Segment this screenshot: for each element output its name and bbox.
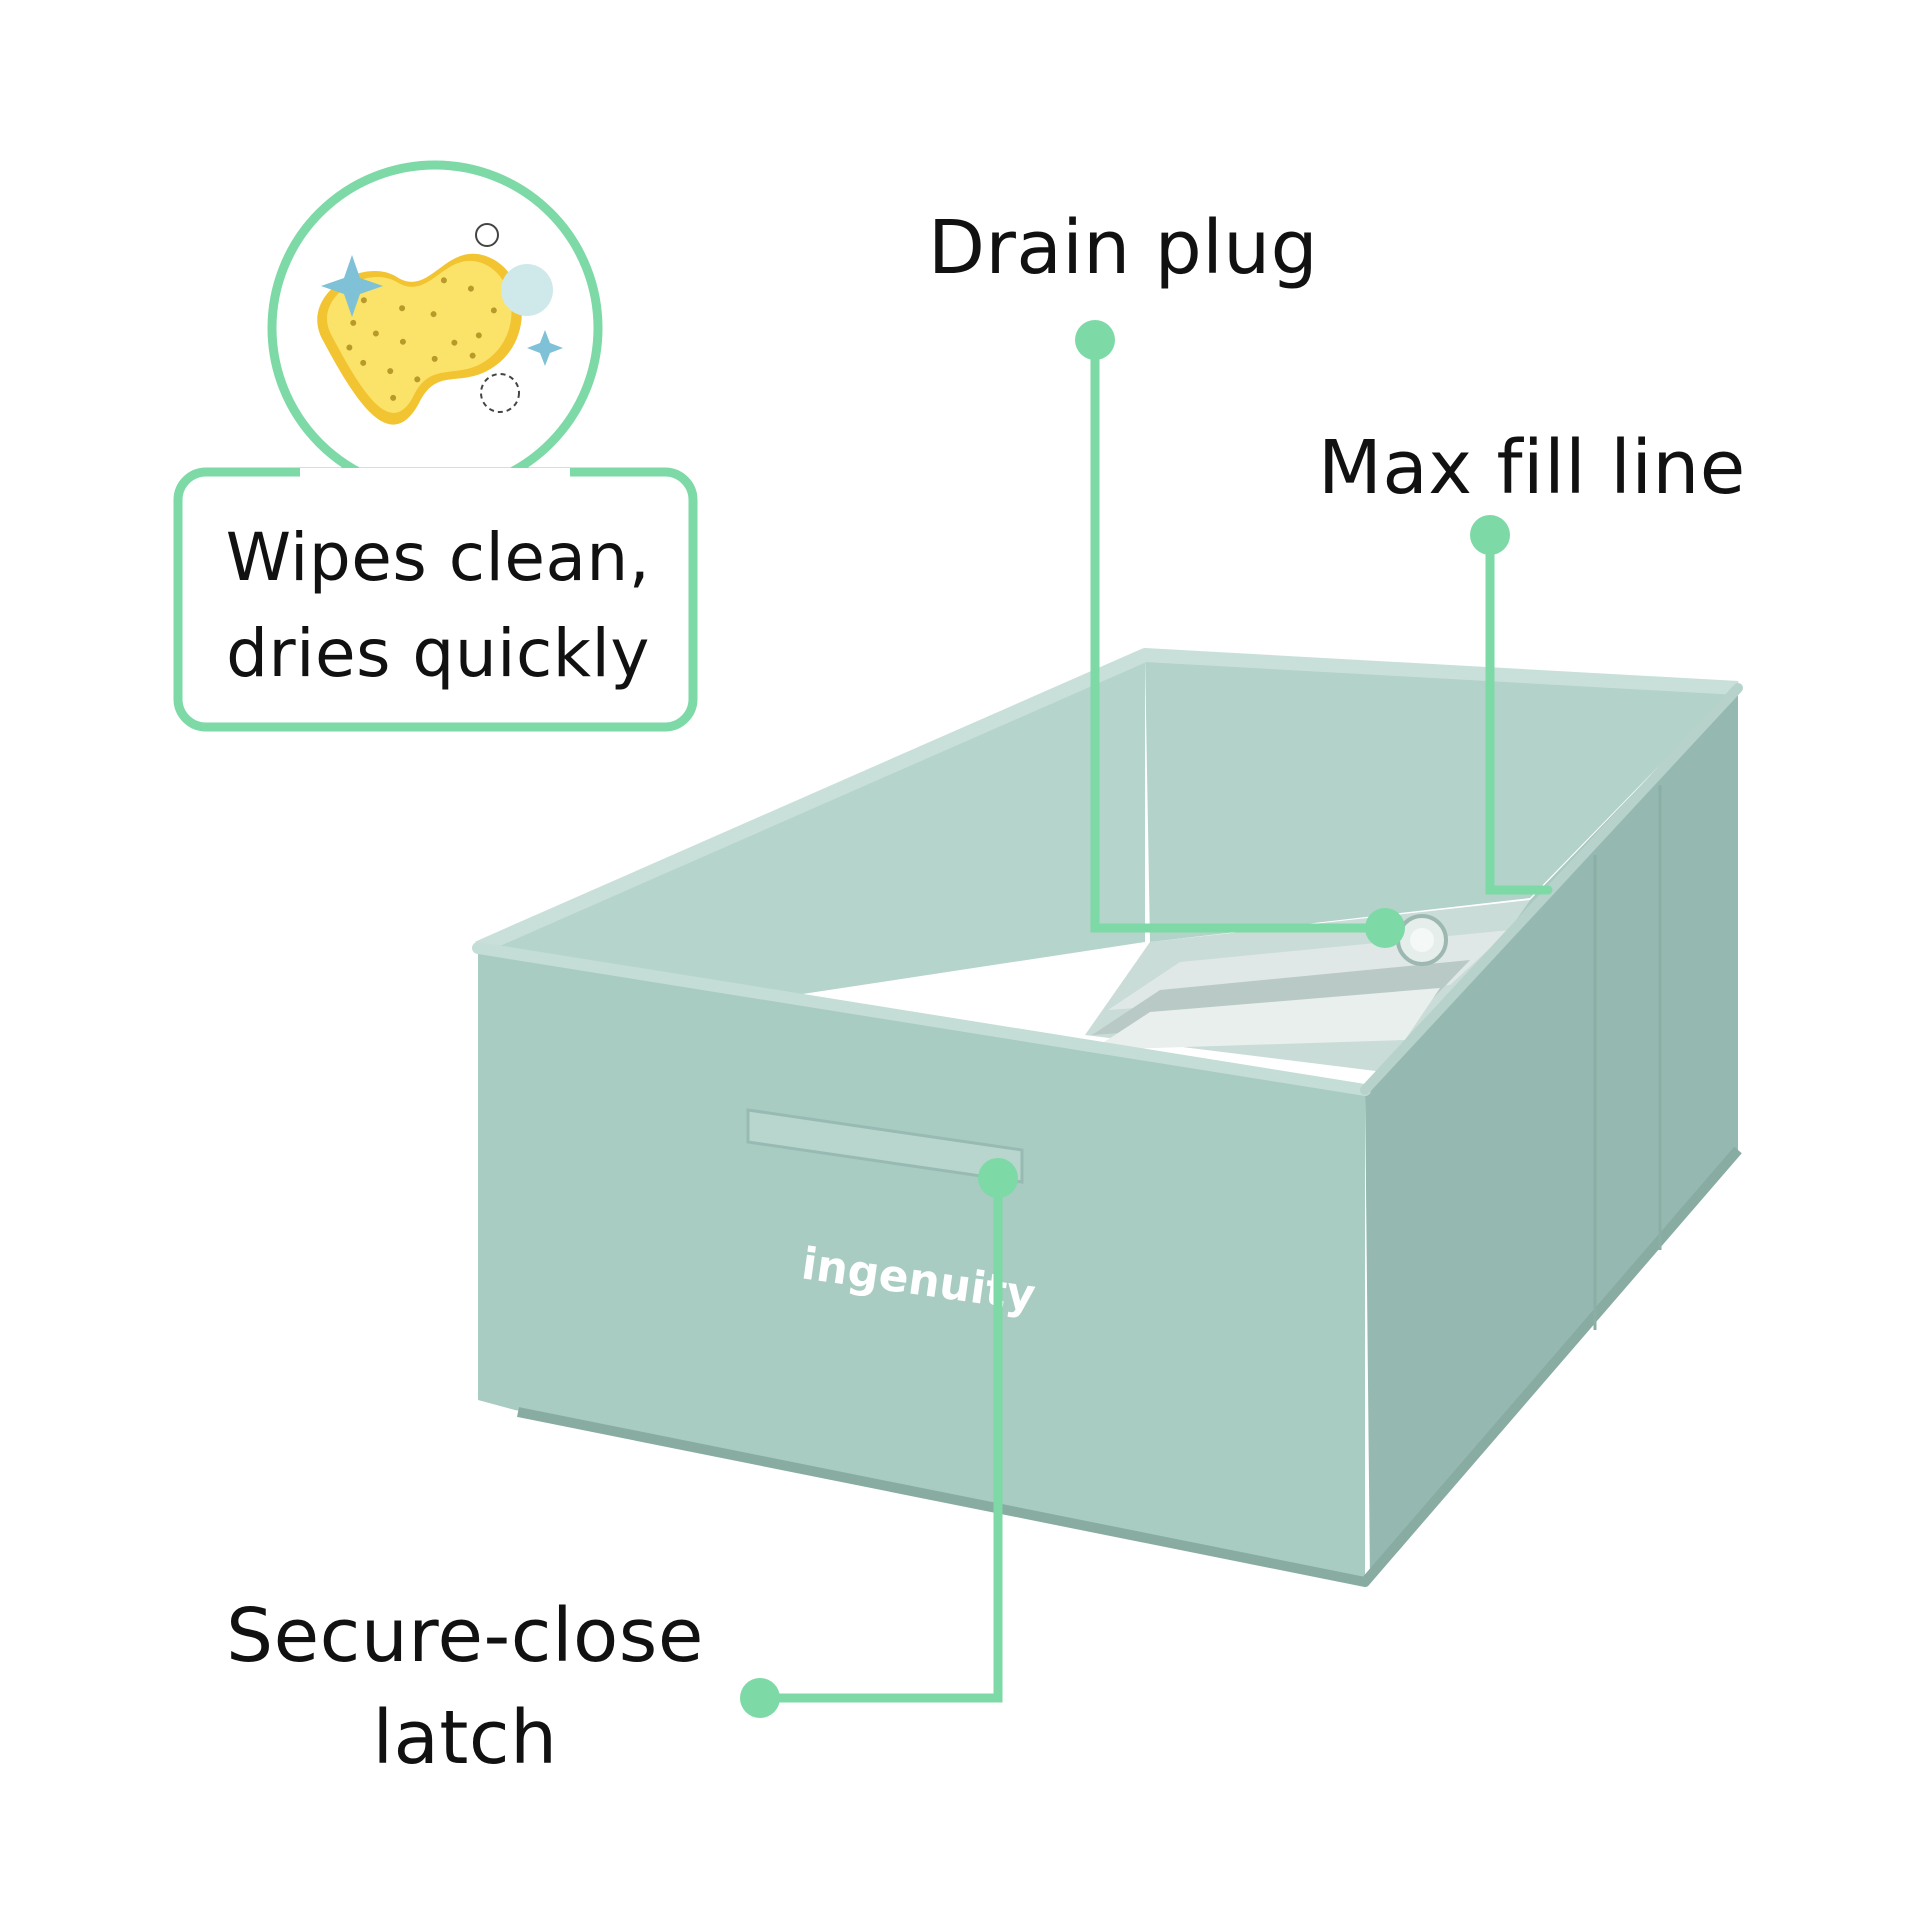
sponge-icon: [317, 253, 522, 425]
wipes-line2: dries quickly: [226, 615, 650, 692]
drain-plug-dot-top: [1075, 320, 1115, 360]
bubble-icon: [501, 264, 553, 316]
feature-badge: [173, 160, 698, 732]
sparkle-icon: [321, 255, 383, 317]
latch-strap: [746, 1108, 1024, 1184]
callout-lines: [755, 335, 1553, 1703]
drain-plug-dot-end: [1365, 908, 1405, 948]
tub-side-panel: [1365, 688, 1738, 1580]
sparkle-icon: [527, 330, 563, 366]
tub-inner-left-wall: [480, 655, 1145, 1030]
tub-front-panel: [478, 948, 1365, 1580]
latch-dot-end: [740, 1678, 780, 1718]
max-fill-dot: [1470, 515, 1510, 555]
drain-plug-leader: [1090, 335, 1390, 933]
secure-close-line2: latch: [372, 1695, 558, 1781]
tub-inner-back-wall: [1145, 655, 1735, 942]
latch-dot-top: [978, 1158, 1018, 1198]
latch-leader: [755, 1173, 1003, 1703]
bubble-icon: [480, 373, 520, 413]
wipes-line1: Wipes clean,: [225, 519, 651, 596]
max-fill-leader: [1485, 530, 1553, 895]
secure-close-line1: Secure-close: [226, 1593, 704, 1679]
tub-rim: [475, 648, 1739, 955]
wipes-clean-label: Wipes clean, dries quickly: [178, 510, 698, 702]
bubble-icon: [475, 223, 499, 247]
callout-dots: [740, 320, 1510, 1718]
secure-close-latch-label: Secure-close latch: [215, 1585, 715, 1789]
drain-plug-label: Drain plug: [928, 205, 1319, 291]
max-fill-line-label: Max fill line: [1318, 425, 1746, 511]
bath-tub: ingenuity: [472, 648, 1743, 1587]
